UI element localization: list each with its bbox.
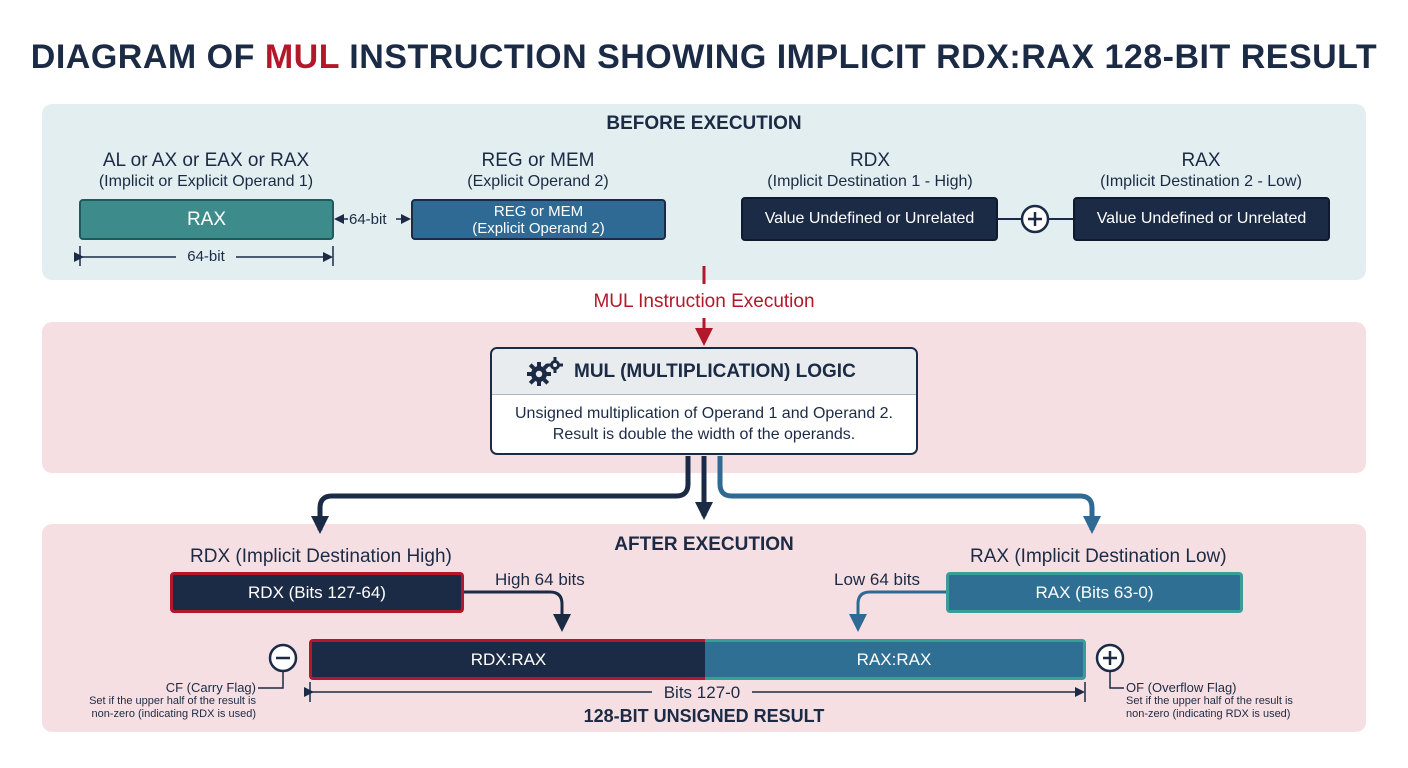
result-bits-label: Bits 127-0 [663,683,741,702]
rdx-after-box: RDX (Bits 127-64) [170,572,464,613]
rax-width-label: 64-bit [187,248,225,265]
of-flag-desc-1: Set if the upper half of the result is [1126,695,1293,707]
mul-logic-title: MUL (MULTIPLICATION) LOGIC [574,360,856,382]
gears-icon [527,356,563,386]
split-arrow-high [311,456,691,534]
title-prefix: DIAGRAM OF [30,38,265,76]
dest-high-sub: (Implicit Destination 1 - High) [767,173,973,190]
operand1-label: AL or AX or EAX or RAX (Implicit or Expl… [60,150,352,192]
dest-low-head: RAX [1181,150,1221,171]
rax-before-box: Value Undefined or Unrelated [1073,197,1330,241]
result-low-half: RAX:RAX [705,639,1086,680]
of-flag: OF (Overflow Flag) Set if the upper half… [1126,680,1346,721]
rdx-before-box: Value Undefined or Unrelated [741,197,998,241]
before-execution-title: BEFORE EXECUTION [606,113,802,134]
split-arrow-low [717,456,1101,534]
rax-after-box: RAX (Bits 63-0) [946,572,1243,613]
operand1-head: AL or AX or EAX or RAX [102,150,310,171]
operand2-box-line2: (Explicit Operand 2) [472,219,605,237]
of-flag-desc-2: non-zero (indicating RDX is used) [1126,708,1291,720]
cf-flag-title: CF (Carry Flag) [165,680,256,695]
dest-high-label: RDX (Implicit Destination 1 - High) [720,150,1020,192]
cf-flag: CF (Carry Flag) Set if the upper half of… [64,680,256,721]
high-bits-arrow [464,590,571,632]
cf-connector [258,671,284,689]
rdx-after-head: RDX (Implicit Destination High) [190,546,452,567]
mul-logic-line2: Result is double the width of the operan… [552,426,856,443]
after-execution-panel [42,524,1366,732]
cf-flag-desc-1: Set if the upper half of the result is [89,695,256,707]
rax-width-dimension [74,246,334,266]
result-width-dimension [304,682,1086,702]
result-high-half: RDX:RAX [309,639,705,680]
mul-logic-header: MUL (MULTIPLICATION) LOGIC [492,349,916,395]
diagram-title: DIAGRAM OF MUL INSTRUCTION SHOWING IMPLI… [0,38,1408,77]
title-suffix: INSTRUCTION SHOWING IMPLICIT RDX:RAX 128… [339,38,1378,76]
mul-logic-description: Unsigned multiplication of Operand 1 and… [492,395,916,445]
plus-circle-icon [1095,643,1125,673]
title-accent: MUL [264,38,340,76]
after-execution-title: AFTER EXECUTION [614,534,794,555]
operand2-label: REG or MEM (Explicit Operand 2) [400,150,676,192]
operand2-box: REG or MEM (Explicit Operand 2) [411,199,666,240]
execution-label: MUL Instruction Execution [593,291,815,312]
rax-operand-box: RAX [79,199,334,240]
of-connector [1109,671,1124,689]
minus-circle-icon [268,643,298,673]
low-bits-arrow [849,590,946,632]
operand-link-label: 64-bit [349,211,387,228]
dest-low-sub: (Implicit Destination 2 - Low) [1100,173,1302,190]
operand2-box-line1: REG or MEM [493,202,584,220]
low-bits-label: Low 64 bits [834,570,920,589]
before-execution-panel [42,104,1366,280]
cf-flag-desc-2: non-zero (indicating RDX is used) [91,708,256,720]
high-bits-label: High 64 bits [495,570,585,589]
of-flag-title: OF (Overflow Flag) [1126,680,1237,695]
plus-circle-icon [1020,204,1050,234]
dest-low-label: RAX (Implicit Destination 2 - Low) [1060,150,1342,192]
operand1-sub: (Implicit or Explicit Operand 1) [98,173,314,190]
mul-logic-line1: Unsigned multiplication of Operand 1 and… [514,405,893,422]
mul-logic-box: MUL (MULTIPLICATION) LOGIC Unsigned mult… [490,347,918,455]
operand2-sub: (Explicit Operand 2) [467,173,609,190]
result-caption: 128-BIT UNSIGNED RESULT [583,706,825,726]
operand2-head: REG or MEM [481,150,595,171]
dest-high-head: RDX [849,150,891,171]
rax-after-head: RAX (Implicit Destination Low) [970,546,1227,567]
